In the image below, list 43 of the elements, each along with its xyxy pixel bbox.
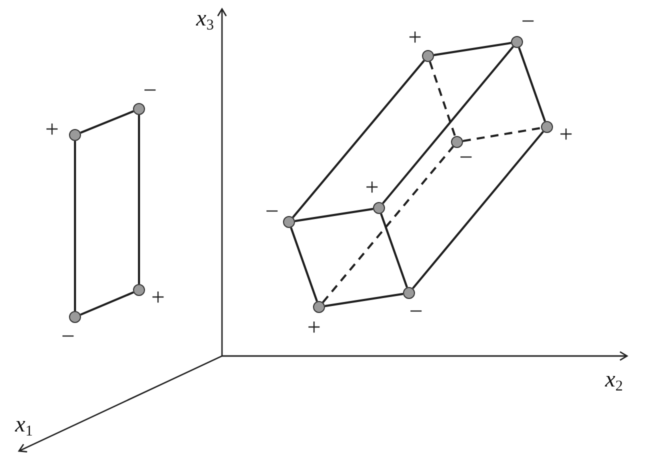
- sign-label: −: [459, 146, 473, 170]
- edge-line: [74, 141, 76, 311]
- sign-label: +: [408, 26, 422, 50]
- edge-line: [290, 227, 318, 302]
- sign-label: −: [409, 300, 423, 324]
- sign-label: −: [61, 325, 75, 349]
- vertex-point: [69, 311, 81, 323]
- axis-label: x$_{2}$: [605, 368, 623, 390]
- vertex-point: [69, 129, 81, 141]
- sign-label: +: [559, 123, 573, 147]
- sign-label: −: [143, 79, 157, 103]
- vertex-point: [541, 121, 553, 133]
- edge-line: [434, 42, 512, 56]
- sign-label: +: [151, 286, 165, 310]
- sign-label: +: [45, 118, 59, 142]
- edge-line: [412, 130, 544, 290]
- edge-line: [518, 47, 546, 122]
- edge-line: [80, 110, 134, 134]
- vertex-point: [283, 216, 295, 228]
- sign-label: −: [521, 10, 535, 34]
- axis-label: x$_{3}$: [196, 6, 214, 30]
- dashed-edge-line: [428, 61, 456, 137]
- dashed-edge-line: [322, 146, 454, 304]
- vertex-point: [133, 103, 145, 115]
- edge-line: [294, 208, 374, 222]
- edge-line: [380, 213, 408, 288]
- vertex-point: [422, 50, 434, 62]
- vertex-point: [133, 284, 145, 296]
- edge-line: [382, 46, 514, 204]
- vertex-point: [313, 301, 325, 313]
- edge-line: [324, 292, 404, 308]
- vertex-point: [373, 202, 385, 214]
- sign-label: −: [265, 200, 279, 224]
- vertex-point: [451, 136, 463, 148]
- dashed-edge-line: [462, 126, 542, 142]
- edge-line: [138, 115, 140, 284]
- sign-label: +: [365, 176, 379, 200]
- edge-line: [80, 291, 134, 316]
- vertex-point: [511, 36, 523, 48]
- vertex-point: [403, 287, 415, 299]
- edge-line: [292, 60, 425, 218]
- axis-label: x$_{1}$: [15, 412, 33, 436]
- sign-label: +: [307, 316, 321, 340]
